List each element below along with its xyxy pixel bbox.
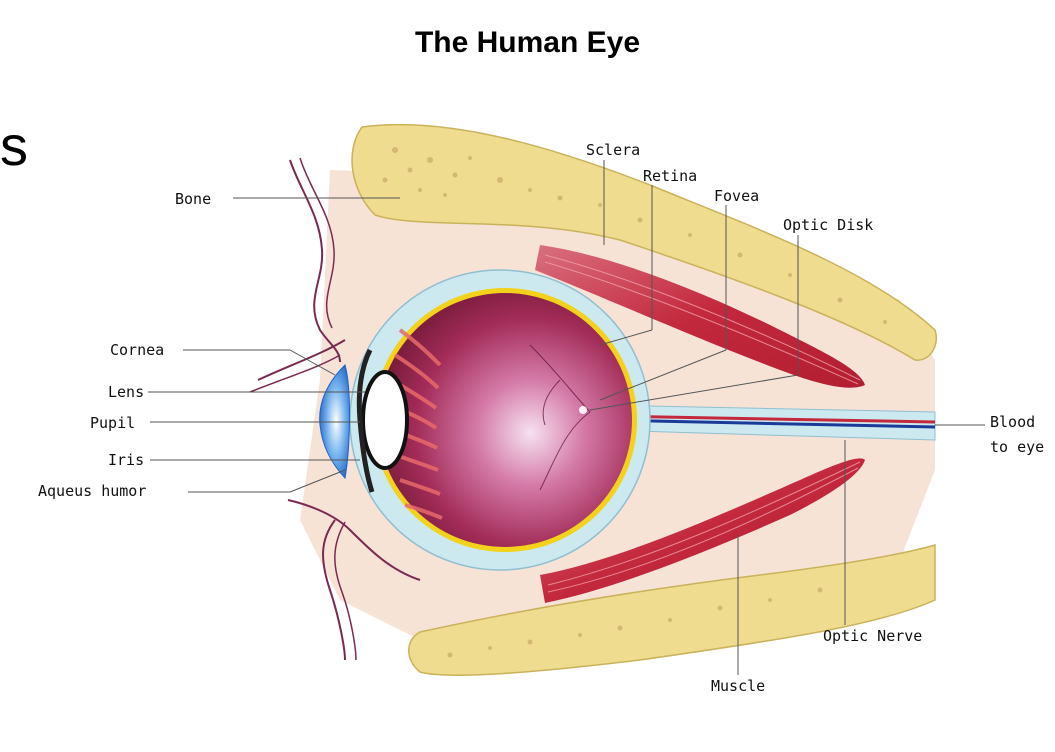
label-fovea: Fovea [714, 187, 759, 205]
label-muscle: Muscle [711, 677, 765, 695]
label-bone: Bone [175, 190, 211, 208]
label-lens: Lens [108, 383, 144, 401]
label-retina: Retina [643, 167, 697, 185]
label-iris: Iris [108, 451, 144, 469]
label-optic-nerve: Optic Nerve [823, 627, 922, 645]
label-cornea: Cornea [110, 341, 164, 359]
lens [363, 372, 407, 468]
cropped-glyph: s [0, 118, 28, 174]
diagram-title: The Human Eye [0, 26, 1055, 60]
label-blood-line2: to eye [990, 438, 1044, 456]
label-optic-disk: Optic Disk [783, 216, 873, 234]
label-pupil: Pupil [90, 414, 135, 432]
label-aqueous-humor: Aqueus humor [38, 482, 146, 500]
label-sclera: Sclera [586, 141, 640, 159]
label-blood-line1: Blood [990, 413, 1035, 431]
optic-disk-spot [579, 406, 587, 414]
